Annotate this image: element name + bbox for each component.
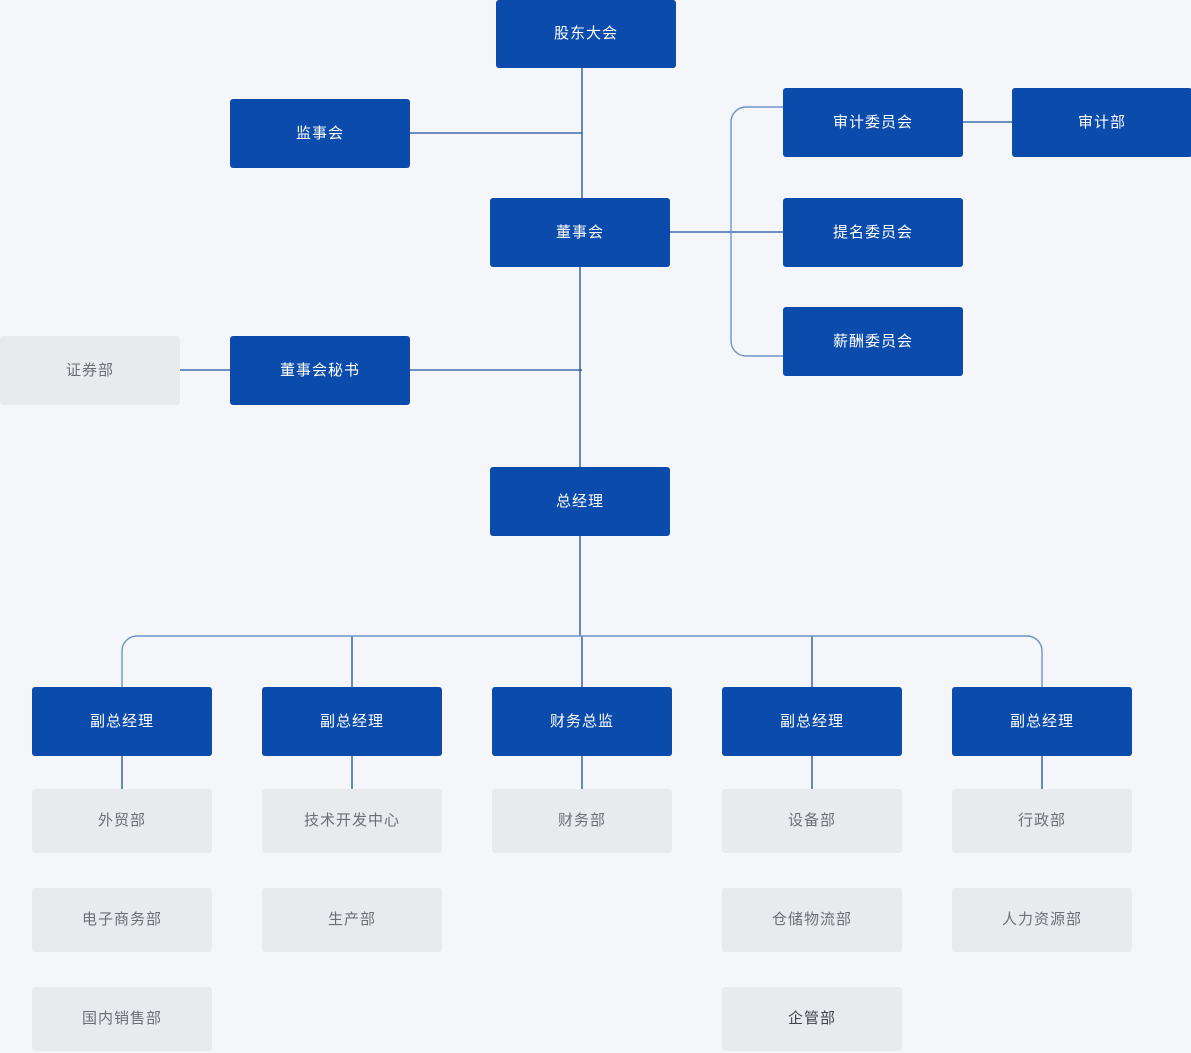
node-deputy-manager-1[interactable]: 副总经理 (32, 687, 212, 756)
node-label: 财务部 (557, 812, 606, 829)
node-label: 仓储物流部 (771, 911, 852, 928)
node-ecommerce-department[interactable]: 电子商务部 (32, 888, 212, 952)
node-label: 财务总监 (549, 712, 614, 730)
node-general-manager[interactable]: 总经理 (490, 467, 670, 536)
edge-executive-bus (121, 635, 1043, 687)
node-deputy-manager-3[interactable]: 副总经理 (722, 687, 902, 756)
node-shareholders[interactable]: 股东大会 (496, 0, 676, 68)
node-hr-department[interactable]: 人力资源部 (952, 888, 1132, 952)
node-label: 电子商务部 (81, 911, 162, 928)
node-label: 监事会 (295, 124, 344, 142)
node-label: 企管部 (787, 1010, 836, 1027)
node-label: 董事会 (555, 223, 604, 241)
node-label: 技术开发中心 (303, 812, 400, 829)
node-label: 外贸部 (97, 812, 146, 829)
node-tech-development-center[interactable]: 技术开发中心 (262, 789, 442, 853)
node-finance-department[interactable]: 财务部 (492, 789, 672, 853)
node-label: 副总经理 (779, 712, 844, 730)
node-label: 审计部 (1077, 113, 1126, 131)
node-securities-department[interactable]: 证券部 (0, 336, 180, 405)
node-label: 审计委员会 (832, 113, 913, 131)
node-enterprise-management-department[interactable]: 企管部 (722, 987, 902, 1051)
node-label: 副总经理 (1009, 712, 1074, 730)
node-audit-department[interactable]: 审计部 (1012, 88, 1191, 157)
node-label: 证券部 (65, 361, 114, 379)
node-supervisors[interactable]: 监事会 (230, 99, 410, 168)
node-label: 总经理 (555, 492, 604, 510)
node-nomination-committee[interactable]: 提名委员会 (783, 198, 963, 267)
node-label: 副总经理 (89, 712, 154, 730)
node-label: 薪酬委员会 (832, 332, 913, 350)
node-label: 董事会秘书 (279, 361, 360, 379)
node-warehouse-logistics-department[interactable]: 仓储物流部 (722, 888, 902, 952)
node-foreign-trade-department[interactable]: 外贸部 (32, 789, 212, 853)
node-domestic-sales-department[interactable]: 国内销售部 (32, 987, 212, 1051)
node-audit-committee[interactable]: 审计委员会 (783, 88, 963, 157)
node-board[interactable]: 董事会 (490, 198, 670, 267)
node-label: 国内销售部 (81, 1010, 162, 1027)
node-production-department[interactable]: 生产部 (262, 888, 442, 952)
node-label: 副总经理 (319, 712, 384, 730)
node-remuneration-committee[interactable]: 薪酬委员会 (783, 307, 963, 376)
node-label: 提名委员会 (832, 223, 913, 241)
node-finance-director[interactable]: 财务总监 (492, 687, 672, 756)
node-administration-department[interactable]: 行政部 (952, 789, 1132, 853)
node-label: 生产部 (327, 911, 376, 928)
edge-committee-bus (730, 106, 783, 357)
node-board-secretary[interactable]: 董事会秘书 (230, 336, 410, 405)
node-label: 股东大会 (553, 25, 618, 42)
node-deputy-manager-2[interactable]: 副总经理 (262, 687, 442, 756)
node-deputy-manager-4[interactable]: 副总经理 (952, 687, 1132, 756)
node-label: 人力资源部 (1001, 911, 1082, 928)
node-equipment-department[interactable]: 设备部 (722, 789, 902, 853)
node-label: 行政部 (1017, 812, 1066, 829)
node-label: 设备部 (787, 812, 836, 829)
